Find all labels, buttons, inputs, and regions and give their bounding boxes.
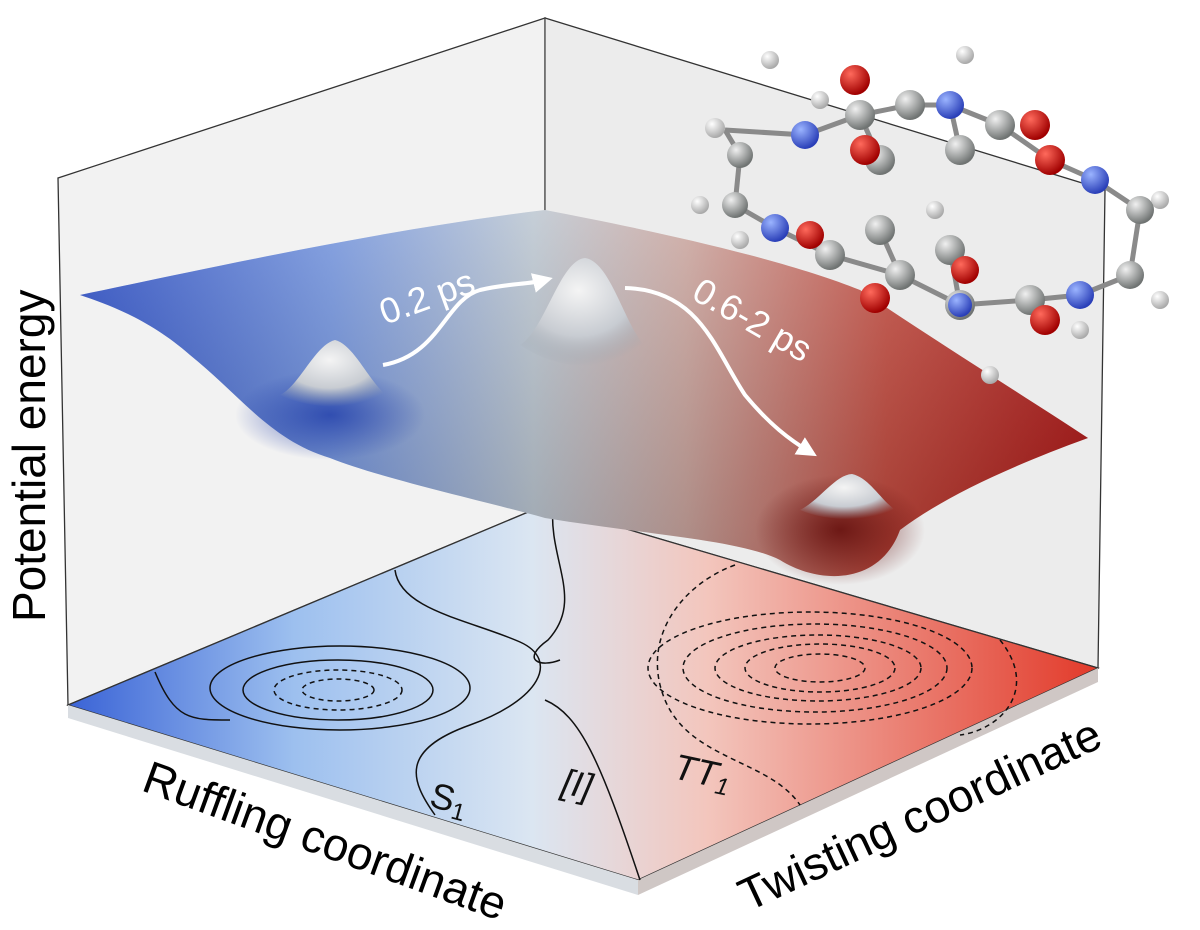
atom-c — [845, 100, 875, 130]
atom-o — [1035, 145, 1065, 175]
atom-c — [985, 110, 1015, 140]
tt1-contour-4 — [682, 623, 948, 713]
atom-h — [761, 51, 779, 69]
atom-o — [1020, 110, 1050, 140]
s1-contour-1 — [209, 645, 471, 731]
atom-o — [840, 65, 870, 95]
molecule-model — [691, 46, 1169, 384]
tt1-contour-3 — [714, 634, 922, 702]
tt1-contour-2 — [744, 643, 896, 693]
atom-c — [727, 142, 753, 168]
saddle-contour-upper — [533, 505, 566, 664]
atom-h — [691, 196, 709, 214]
barrier-peak — [520, 258, 650, 367]
floor-right-edge — [638, 668, 1098, 895]
tt1-peak — [800, 474, 898, 520]
s1-contour-dashed-2 — [301, 678, 375, 702]
floor-contour-plane: S1 [I] TT1 — [66, 504, 1100, 895]
atom-c — [865, 215, 895, 245]
s1-contour-dashed-1 — [273, 669, 403, 711]
atom-h — [731, 231, 749, 249]
contour-lines — [154, 505, 1018, 881]
s1-boundary-contour — [394, 569, 541, 816]
atom-o — [850, 135, 880, 165]
atom-h — [705, 118, 725, 138]
tt1-outer-contour-2 — [959, 639, 1018, 736]
atom-o — [860, 283, 890, 313]
atom-c — [935, 235, 965, 265]
atom-o — [951, 256, 979, 284]
saddle-contour-lower — [544, 699, 641, 881]
atom-n — [936, 91, 964, 119]
atom-h — [956, 46, 974, 64]
atom-h — [981, 366, 999, 384]
atom-h — [811, 91, 829, 109]
atom-c — [895, 90, 925, 120]
floor-front-edge — [68, 705, 638, 895]
atom-n — [761, 214, 789, 242]
atom-h — [1071, 321, 1089, 339]
atom-o — [796, 221, 824, 249]
atom-c — [815, 240, 845, 270]
atom-n — [1066, 281, 1094, 309]
tt1-contours — [647, 564, 1018, 806]
atom-h — [1151, 191, 1169, 209]
tt1-outer-contour-1 — [656, 564, 801, 806]
s1-contour-2 — [242, 659, 434, 721]
arrow-s1-to-intermediate — [382, 273, 553, 367]
tt1-contour-5 — [647, 611, 973, 725]
atom-h — [1151, 291, 1169, 309]
atom-c — [1116, 261, 1144, 289]
tt1-contour-1 — [774, 653, 866, 683]
axis-label-potential-energy: Potential energy — [3, 290, 55, 622]
atom-n — [948, 293, 972, 317]
atom-n — [1081, 166, 1109, 194]
region-label-tt1: TT1 — [670, 746, 735, 802]
atom-h — [926, 201, 944, 219]
atom-c — [1126, 196, 1154, 224]
potential-energy-surface: 0.2 ps 0.6-2 ps — [80, 210, 1088, 585]
arrow-intermediate-to-tt1 — [624, 286, 817, 457]
molecule-atoms — [691, 46, 1169, 384]
atom-c — [722, 192, 748, 218]
atom-n — [791, 121, 819, 149]
atom-c — [885, 260, 915, 290]
atom-c — [945, 135, 975, 165]
atom-o — [1030, 305, 1060, 335]
s1-outer-contour — [154, 671, 231, 721]
s1-peak — [280, 340, 390, 407]
